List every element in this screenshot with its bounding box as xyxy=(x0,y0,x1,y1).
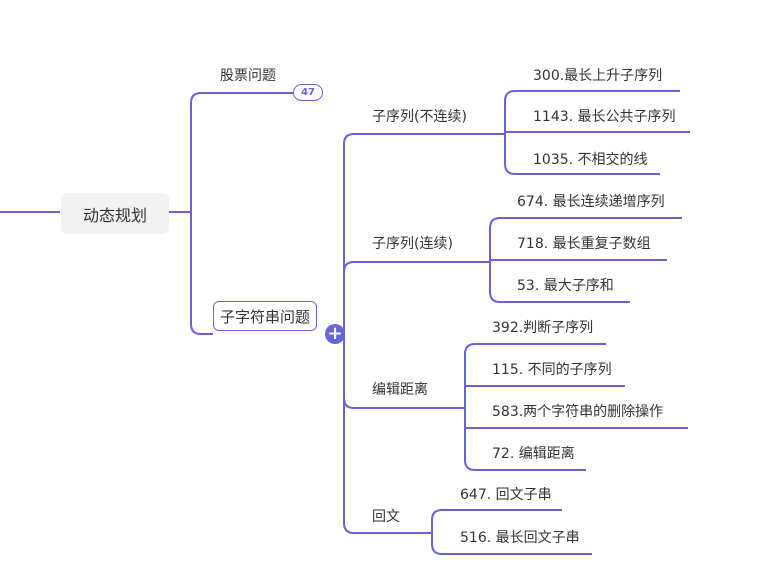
leaf-label: 392.判断子序列 xyxy=(492,320,594,336)
leaf-label: 115. 不同的子序列 xyxy=(492,362,612,378)
leaf-node[interactable]: 115. 不同的子序列 xyxy=(492,360,612,380)
branch-substring[interactable]: 子字符串问题 xyxy=(213,301,318,331)
leaf-node[interactable]: 647. 回文子串 xyxy=(460,485,552,505)
group-palindrome[interactable]: 回文 xyxy=(372,507,400,527)
leaf-node[interactable]: 674. 最长连续递增序列 xyxy=(517,192,665,212)
g3-bracket xyxy=(464,343,606,408)
branch-stock-label: 股票问题 xyxy=(220,68,276,84)
leaf-label: 1035. 不相交的线 xyxy=(533,152,648,168)
leaf-node[interactable]: 1035. 不相交的线 xyxy=(533,150,648,170)
level2-trunk-bottom xyxy=(343,334,432,534)
group-noncontig[interactable]: 子序列(不连续) xyxy=(372,107,467,127)
group-editdist-label: 编辑距离 xyxy=(372,382,428,398)
leaf-node[interactable]: 53. 最大子序和 xyxy=(517,276,614,296)
leaf-node[interactable]: 516. 最长回文子串 xyxy=(460,528,580,548)
g1-bracket xyxy=(504,90,680,134)
level1-trunk-lower xyxy=(190,212,213,335)
root-node[interactable]: 动态规划 xyxy=(61,193,169,234)
leaf-node[interactable]: 718. 最长重复子数组 xyxy=(517,234,651,254)
level2-editdist xyxy=(343,397,465,409)
leaf-label: 516. 最长回文子串 xyxy=(460,530,580,546)
group-contig[interactable]: 子序列(连续) xyxy=(372,234,453,254)
group-contig-label: 子序列(连续) xyxy=(372,236,453,252)
g4-bracket xyxy=(431,509,562,533)
level1-trunk xyxy=(190,92,293,212)
leaf-label: 300.最长上升子序列 xyxy=(533,68,663,84)
group-noncontig-label: 子序列(不连续) xyxy=(372,109,467,125)
leaf-node[interactable]: 1143. 最长公共子序列 xyxy=(533,107,676,127)
leaf-node[interactable]: 300.最长上升子序列 xyxy=(533,66,662,86)
leaf-label: 53. 最大子序和 xyxy=(517,278,614,294)
leaf-label: 583.两个字符串的删除操作 xyxy=(492,404,664,420)
branch-substring-label: 子字符串问题 xyxy=(220,307,311,326)
level2-contig xyxy=(343,261,490,273)
leaf-node[interactable]: 392.判断子序列 xyxy=(492,318,593,338)
collapsed-count-badge[interactable]: 47 xyxy=(293,84,323,101)
badge-count: 47 xyxy=(301,87,315,98)
g2-bracket xyxy=(489,217,682,262)
plus-icon[interactable]: + xyxy=(325,324,345,344)
leaf-label: 72. 编辑距离 xyxy=(492,446,575,462)
root-label: 动态规划 xyxy=(82,205,147,225)
branch-stock[interactable]: 股票问题 xyxy=(220,66,276,86)
leaf-label: 718. 最长重复子数组 xyxy=(517,236,651,252)
leaf-node[interactable]: 583.两个字符串的删除操作 xyxy=(492,402,663,422)
leaf-node[interactable]: 72. 编辑距离 xyxy=(492,444,575,464)
leaf-label: 1143. 最长公共子序列 xyxy=(533,109,676,125)
leaf-label: 674. 最长连续递增序列 xyxy=(517,194,665,210)
group-editdist[interactable]: 编辑距离 xyxy=(372,380,428,400)
leaf-label: 647. 回文子串 xyxy=(460,487,552,503)
group-palindrome-label: 回文 xyxy=(372,509,400,525)
level2-trunk-top xyxy=(343,133,505,334)
